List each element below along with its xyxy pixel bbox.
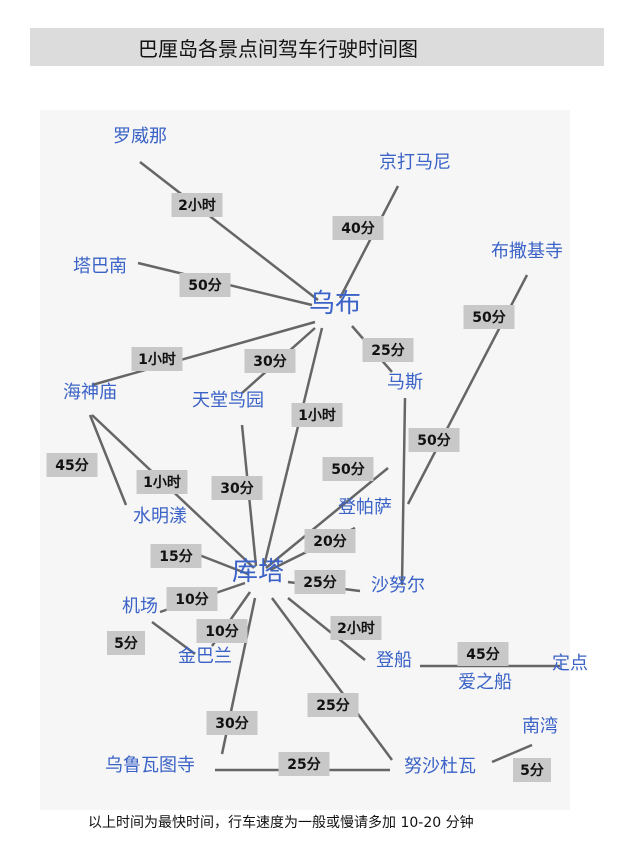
map-background xyxy=(40,110,570,810)
route-time-kuta-jinbalan: 10分 xyxy=(205,624,238,640)
place-kuta: 库塔 xyxy=(232,557,284,587)
route-line-ubud-haishenmiao xyxy=(91,320,316,387)
time-label-box xyxy=(196,619,248,643)
route-time-labels: 2小时 40分 50分 25分 50分 1小时 30分 1小时 50分 45分 1小时 30分 50分 2… xyxy=(46,193,551,782)
route-line-haishenmiao-shuimingyang xyxy=(88,414,128,506)
route-line-dengpasa-kuta xyxy=(265,467,389,569)
time-label-box xyxy=(171,193,223,217)
place-nushaduwa: 努沙杜瓦 xyxy=(404,756,476,777)
route-time-kuta-shanuer: 25分 xyxy=(303,575,336,591)
place-tabanan: 塔巴南 xyxy=(73,256,127,277)
time-label-box xyxy=(291,403,343,427)
place-aizhichuan: 爱之船 xyxy=(458,672,512,693)
place-dengchuan: 登船 xyxy=(376,650,412,671)
place-busajisi: 布撒基寺 xyxy=(491,241,563,262)
place-dingdian: 定点 xyxy=(552,653,588,674)
route-time-ubud-haishenmiao: 1小时 xyxy=(138,351,176,368)
route-line-jingdamani-ubud xyxy=(338,185,400,299)
time-label-box xyxy=(150,544,202,568)
title-bar: 巴厘岛各景点间驾车行驶时间图 xyxy=(30,28,604,66)
place-jingdamani: 京打马尼 xyxy=(379,152,451,173)
route-time-kuta-nushaduwa: 25分 xyxy=(316,698,349,714)
time-label-box xyxy=(332,216,384,240)
route-time-kuta-wulugwatusi: 30分 xyxy=(215,716,248,732)
route-time-tabanan-ubud: 50分 xyxy=(188,278,221,294)
route-time-busajisi-dengpasa: 50分 xyxy=(472,310,505,326)
place-nanwan: 南湾 xyxy=(522,716,558,737)
time-label-box xyxy=(46,453,98,477)
place-tiantangniaoyuan: 天堂鸟园 xyxy=(192,390,264,411)
time-label-box xyxy=(244,349,296,373)
time-label-box xyxy=(131,347,183,371)
time-label-box xyxy=(179,273,231,297)
route-time-ubud-tiantangniaoyuan: 30分 xyxy=(253,354,286,370)
place-shanuer: 沙努尔 xyxy=(371,575,425,596)
place-labels: 罗威那京打马尼塔巴南乌布 布撒基寺海神庙 天堂鸟园 马斯水明漾 登帕萨库塔沙努尔机场金巴… xyxy=(63,126,588,777)
place-masi: 马斯 xyxy=(387,372,423,393)
time-label-box xyxy=(513,758,551,782)
time-label-box xyxy=(136,470,188,494)
route-time-kuta-dengchuan: 2小时 xyxy=(337,620,375,637)
route-time-haishenmiao-shuimingyang: 45分 xyxy=(55,458,88,474)
route-time-jingdamani-ubud: 40分 xyxy=(341,221,374,237)
route-line-nanwan-nushaduwa xyxy=(491,743,533,764)
time-label-box xyxy=(330,616,382,640)
time-label-box xyxy=(362,338,414,362)
time-label-box xyxy=(107,631,145,655)
time-label-box xyxy=(166,587,218,611)
time-label-box xyxy=(457,642,509,666)
route-line-masi-shanuer xyxy=(400,397,407,586)
route-time-luoweina-ubud: 2小时 xyxy=(178,197,216,214)
place-jichang: 机场 xyxy=(122,596,158,617)
place-wulugwatusi: 乌鲁瓦图寺 xyxy=(105,755,195,776)
place-luoweina: 罗威那 xyxy=(113,126,167,147)
time-label-box xyxy=(278,752,330,776)
route-line-luoweina-ubud xyxy=(139,161,319,301)
route-time-haishenmiao-kuta: 1小时 xyxy=(143,474,181,491)
route-time-kuta-jichang: 10分 xyxy=(175,592,208,608)
route-time-wulugwatusi-nushaduwa: 25分 xyxy=(287,757,320,773)
route-time-dengpasa-kuta: 20分 xyxy=(313,534,346,550)
route-time-jichang-jinbalan: 5分 xyxy=(114,636,138,652)
time-label-box xyxy=(294,570,346,594)
time-label-box xyxy=(307,693,359,717)
time-label-box xyxy=(206,711,258,735)
place-haishenmiao: 海神庙 xyxy=(63,382,117,403)
place-dengpasa: 登帕萨 xyxy=(338,497,392,518)
footnote: 以上时间为最快时间，行车速度为一般或慢请多加 10-20 分钟 xyxy=(88,815,474,831)
route-line-kuta-nushaduwa xyxy=(270,597,394,761)
time-label-box xyxy=(408,428,460,452)
route-time-tiantangniaoyuan-kuta: 30分 xyxy=(220,481,253,497)
time-label-box xyxy=(322,457,374,481)
route-time-ubud-masi: 25分 xyxy=(371,343,404,359)
time-label-box xyxy=(304,529,356,553)
time-label-box xyxy=(463,305,515,329)
route-time-ubud-kuta: 1小时 xyxy=(298,407,336,424)
place-ubud: 乌布 xyxy=(309,289,361,319)
place-jinbalan: 金巴兰 xyxy=(178,646,232,667)
page-title: 巴厘岛各景点间驾车行驶时间图 xyxy=(138,36,418,61)
route-line-jichang-jinbalan xyxy=(151,620,196,656)
route-time-shuimingyang-kuta: 15分 xyxy=(159,549,192,565)
route-time-dengpasa-kuta: 50分 xyxy=(331,462,364,478)
route-line-ubud-kuta xyxy=(262,327,324,567)
route-time-dengchuan-dingdian: 45分 xyxy=(466,647,499,663)
route-time-nanwan-nushaduwa: 5分 xyxy=(520,763,544,779)
time-label-box xyxy=(211,476,263,500)
route-time-masi-shanuer: 50分 xyxy=(417,433,450,449)
route-line-kuta-dengchuan xyxy=(287,597,366,661)
place-shuimingyang: 水明漾 xyxy=(133,506,187,527)
